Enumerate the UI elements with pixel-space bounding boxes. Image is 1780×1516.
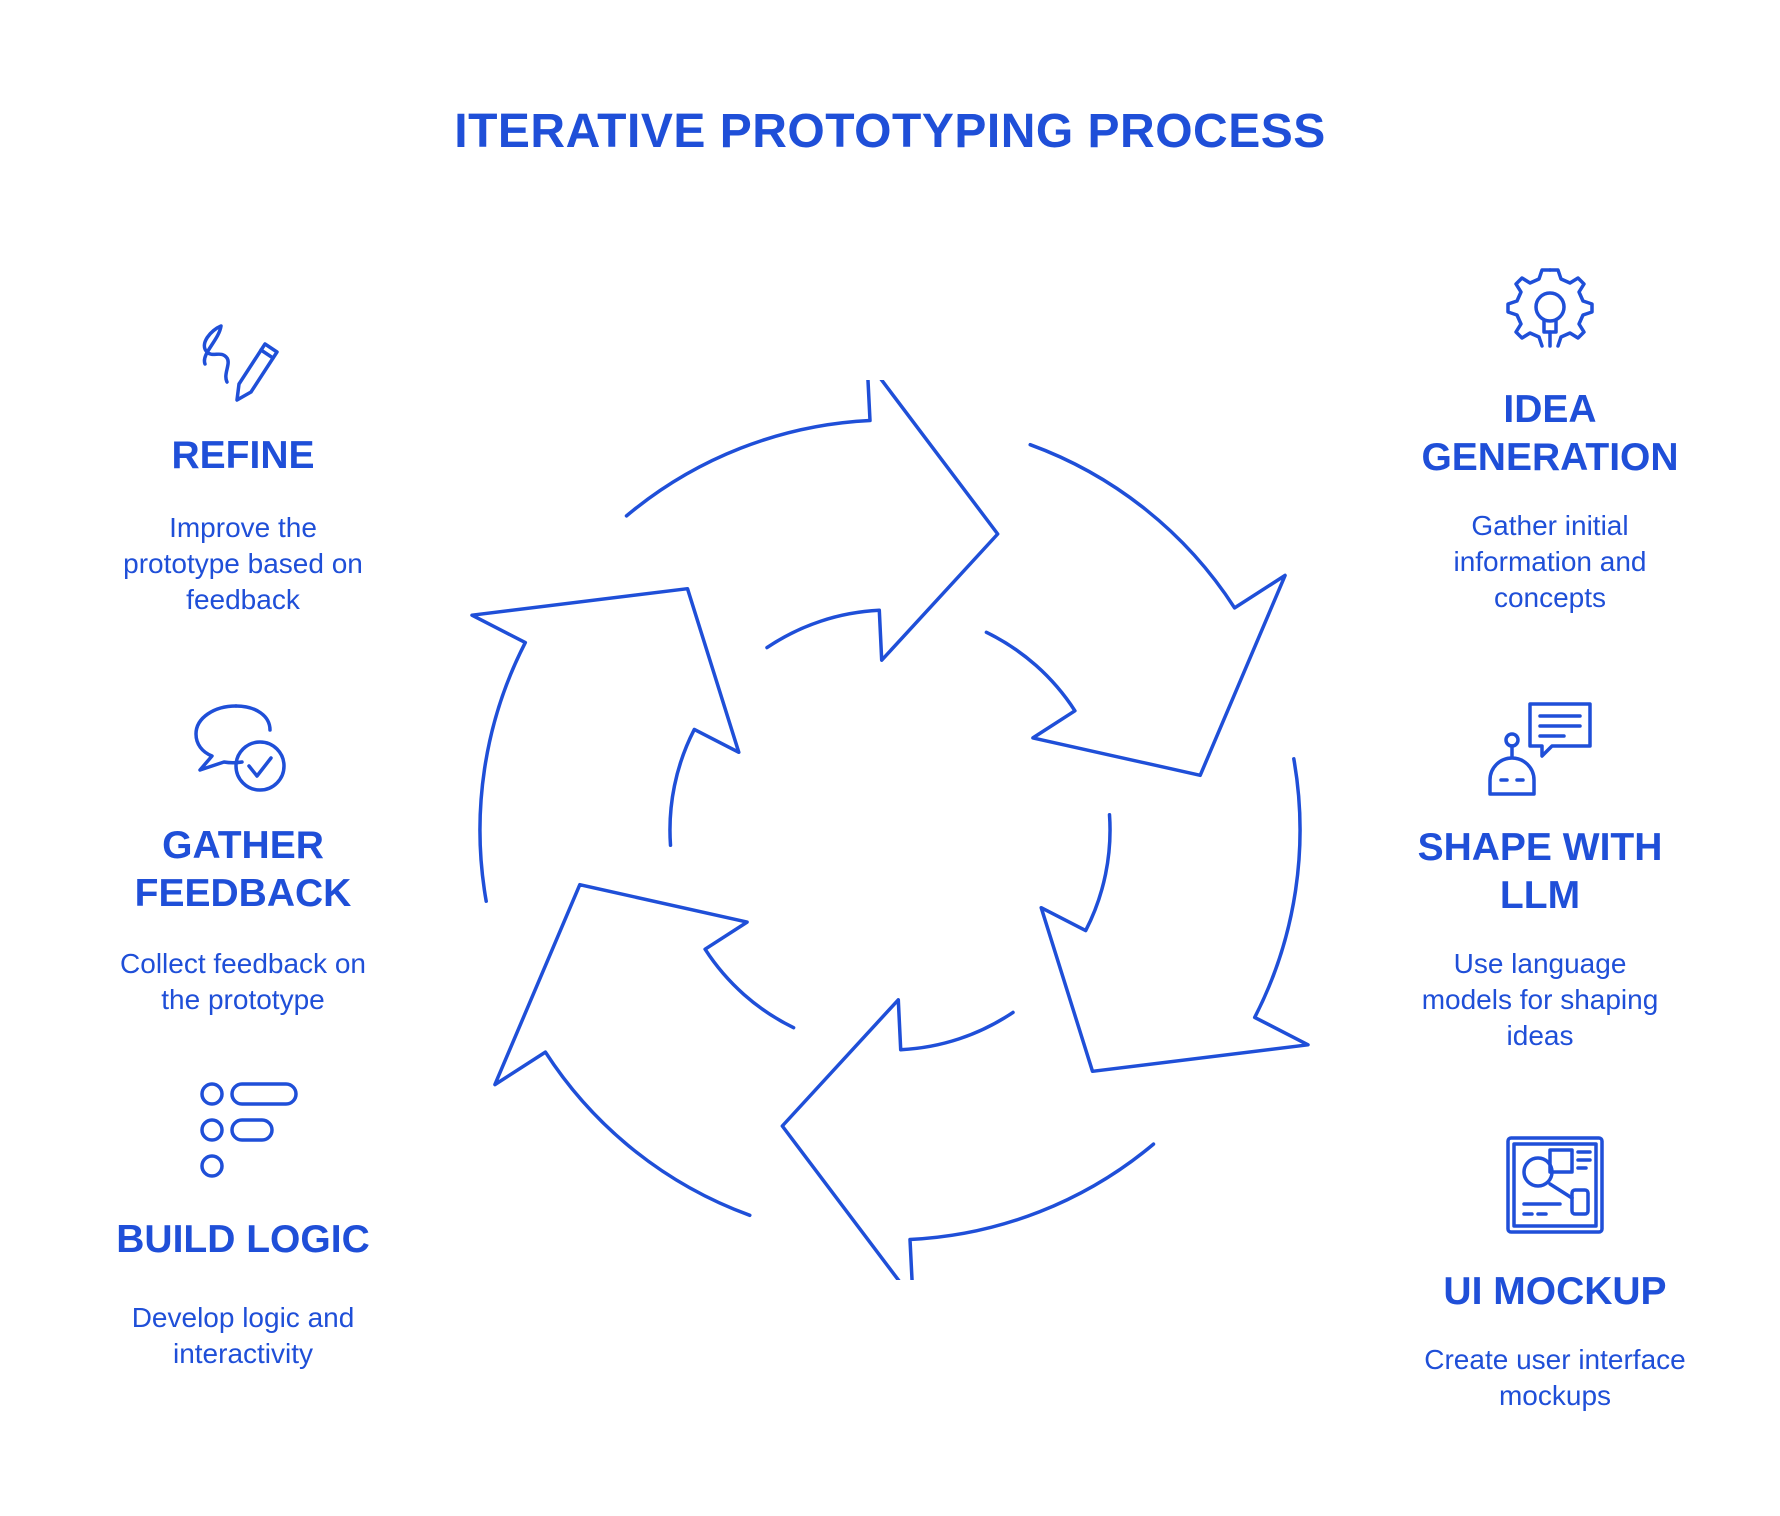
step-refine: REFINE Improve the prototype based on fe… [83, 322, 403, 618]
cycle-arrow-idea-generation [984, 442, 1287, 778]
lightbulb-gear-icon [1506, 268, 1594, 348]
step-heading: SHAPE WITH LLM [1417, 826, 1663, 917]
step-description: Develop logic and interactivity [131, 1302, 355, 1369]
cycle-arrow-ui-mockup [780, 998, 1156, 1280]
step-description: Collect feedback on the prototype [120, 948, 366, 1015]
step-heading: REFINE [171, 434, 315, 477]
step-description: Improve the prototype based on feedback [123, 512, 363, 615]
step-ui-mockup: UI MOCKUP Create user interface mockups [1395, 1130, 1715, 1414]
cycle-arrow-shape-with-llm [1039, 757, 1310, 1074]
cycle-arrow-refine [624, 380, 1000, 662]
logic-blocks-icon [200, 1082, 298, 1178]
step-shape-with-llm: SHAPE WITH LLM Use language models for s… [1380, 696, 1700, 1054]
step-description: Use language models for shaping ideas [1421, 948, 1659, 1051]
step-heading: GATHER FEEDBACK [134, 824, 352, 915]
cycle-arrow-build-logic [493, 882, 796, 1218]
step-idea-generation: IDEA GENERATION Gather initial informati… [1390, 262, 1710, 616]
cycle-arrows [470, 380, 1310, 1280]
pen-scribble-icon [202, 324, 279, 402]
robot-chat-icon [1488, 702, 1592, 796]
diagram-title: ITERATIVE PROTOTYPING PROCESS [454, 105, 1326, 158]
step-gather-feedback: GATHER FEEDBACK Collect feedback on the … [83, 700, 403, 1018]
step-heading: IDEA GENERATION [1421, 388, 1679, 479]
ui-wireframe-icon [1506, 1136, 1604, 1234]
step-heading: BUILD LOGIC [116, 1218, 370, 1261]
step-heading: UI MOCKUP [1443, 1270, 1667, 1313]
step-description: Gather initial information and concepts [1453, 510, 1647, 613]
cycle-arrow-gather-feedback [470, 586, 741, 903]
step-description: Create user interface mockups [1424, 1344, 1686, 1411]
chat-check-icon [194, 704, 286, 792]
step-build-logic: BUILD LOGIC Develop logic and interactiv… [83, 1082, 403, 1372]
